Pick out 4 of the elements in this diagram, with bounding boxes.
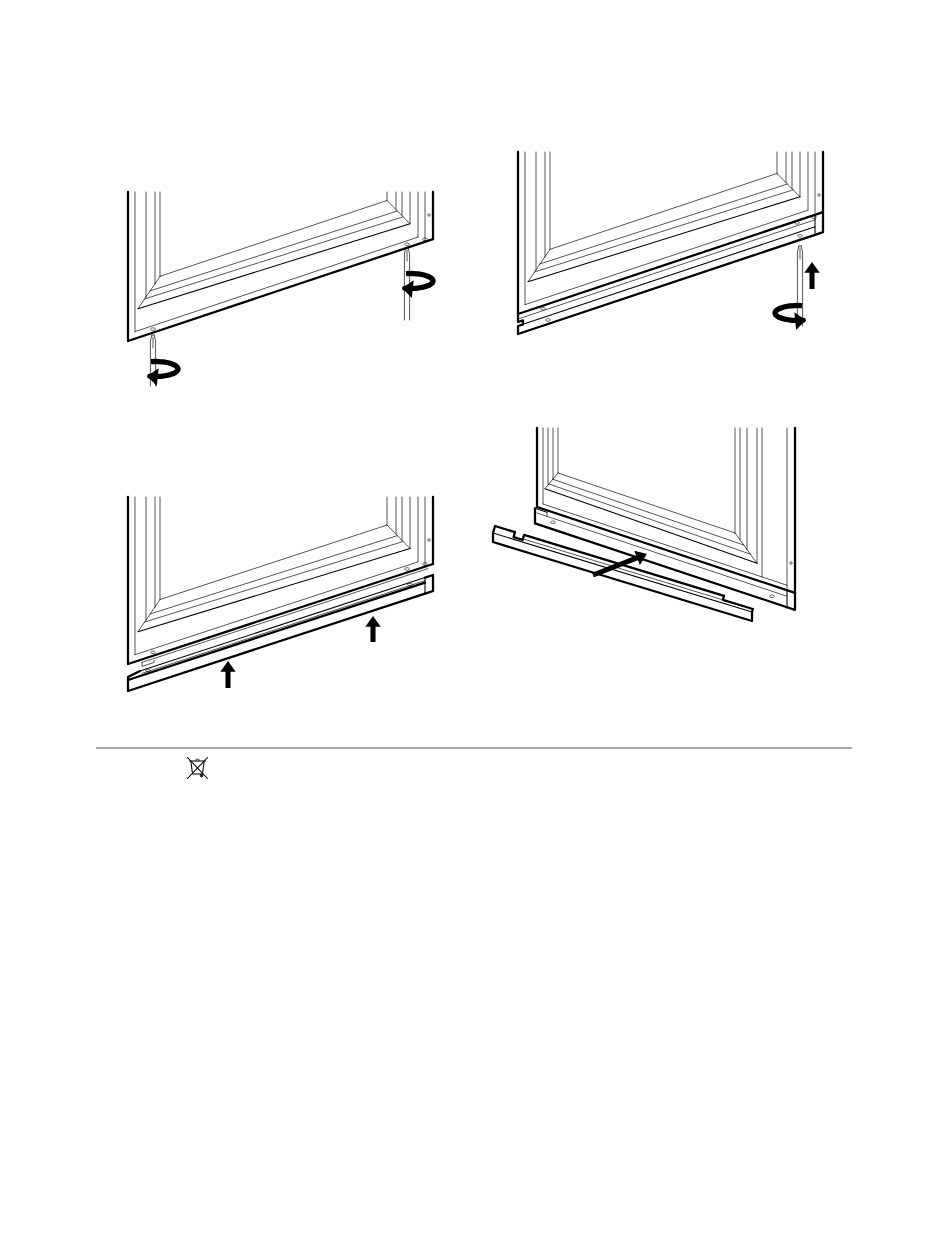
door-illustration (126, 190, 435, 343)
door-illustration (126, 495, 435, 666)
door-illustration (516, 150, 825, 336)
door-illustration (533, 426, 797, 612)
